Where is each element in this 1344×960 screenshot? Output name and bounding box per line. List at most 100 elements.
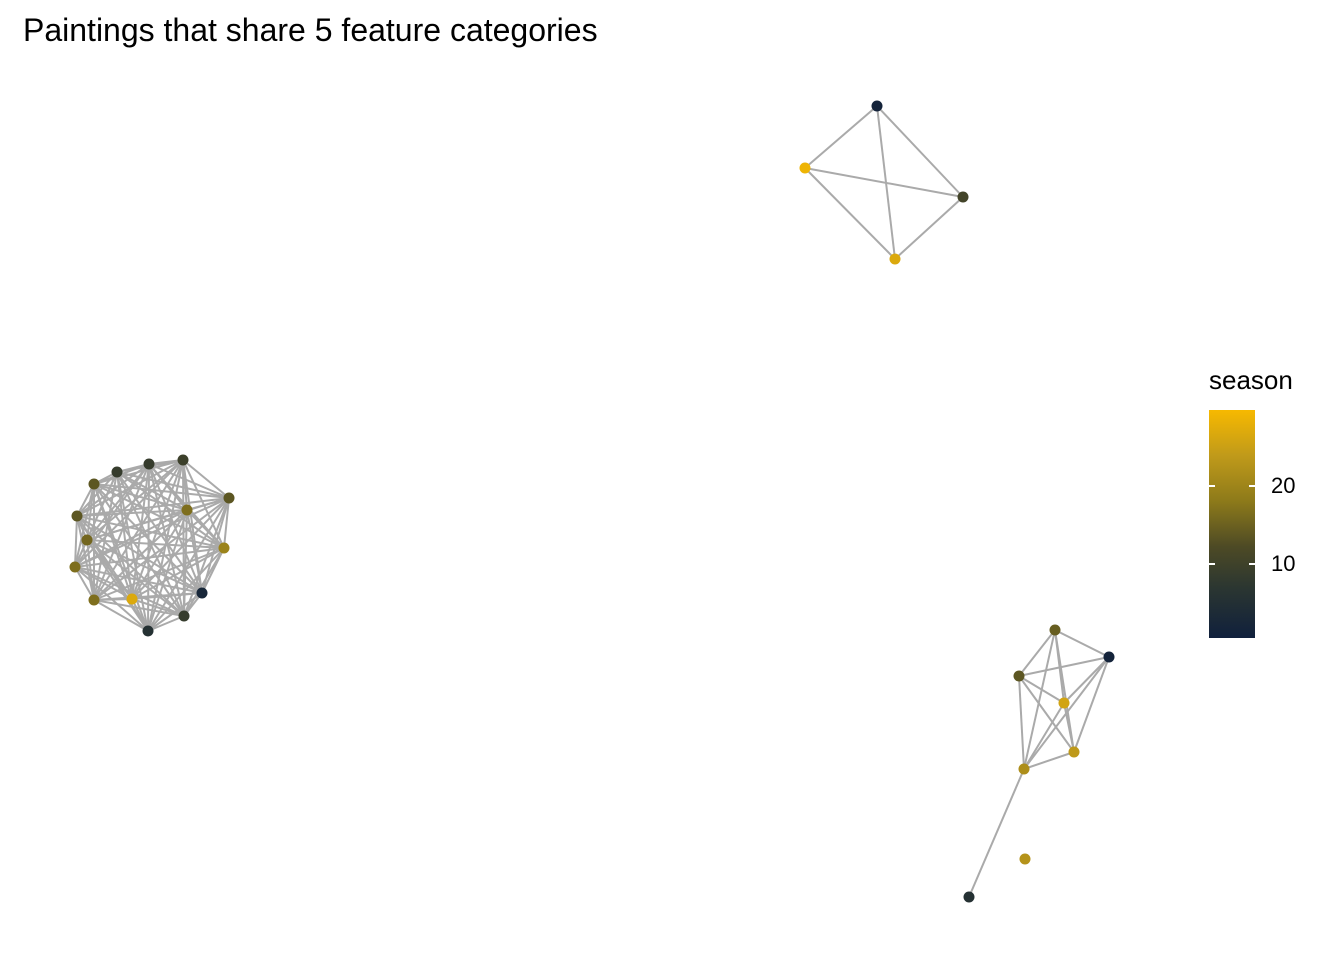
edge-L9-L12 xyxy=(76,515,203,594)
node-B1 xyxy=(1049,624,1061,636)
edge-L4-L8 xyxy=(182,459,225,549)
edge-B3-B5 xyxy=(1018,675,1075,753)
edge-L11-L14 xyxy=(74,566,95,601)
edge-L11-L15 xyxy=(74,566,185,617)
edge-L7-L8 xyxy=(223,497,230,549)
node-B4 xyxy=(1058,697,1070,709)
edge-L4-L10 xyxy=(86,459,184,541)
edge-L8-L10 xyxy=(86,539,225,549)
edge-L7-L14 xyxy=(93,497,230,601)
node-L3 xyxy=(143,458,155,470)
edge-B5-B6 xyxy=(1023,751,1075,770)
edge-L8-L9 xyxy=(76,515,225,549)
edge-L1-L15 xyxy=(147,615,185,632)
edge-L10-L15 xyxy=(86,539,185,617)
edge-B4-B6 xyxy=(1023,702,1065,770)
chart-title: Paintings that share 5 feature categorie… xyxy=(23,12,598,48)
node-T4 xyxy=(889,253,901,265)
node-L2 xyxy=(111,466,123,478)
edge-L8-L11 xyxy=(74,547,225,568)
edge-B1-B3 xyxy=(1018,629,1056,677)
edge-B4-B5 xyxy=(1063,702,1075,753)
edge-L4-L5 xyxy=(93,459,184,485)
node-L11 xyxy=(69,561,81,573)
edge-L11-L12 xyxy=(74,566,203,594)
edge-L14-L15 xyxy=(93,599,185,617)
edge-L5-L9 xyxy=(76,483,95,517)
edge-B6-B8 xyxy=(968,768,1025,898)
edge-T2-T4 xyxy=(804,167,896,260)
edge-B1-B2 xyxy=(1054,629,1110,658)
node-L13 xyxy=(126,593,138,605)
node-L6 xyxy=(181,504,193,516)
legend-colorbar xyxy=(1209,410,1255,638)
edge-L1-L14 xyxy=(93,599,149,632)
edge-B2-B3 xyxy=(1018,656,1110,677)
legend-tick-20-right xyxy=(1249,485,1255,487)
edge-L9-L11 xyxy=(74,515,78,568)
node-L12 xyxy=(196,587,208,599)
edge-B3-B6 xyxy=(1018,675,1025,770)
legend-label-10: 10 xyxy=(1271,551,1296,576)
edge-L1-L13 xyxy=(131,598,149,632)
node-B3 xyxy=(1013,670,1025,682)
node-L4 xyxy=(177,454,189,466)
edge-L3-L10 xyxy=(86,463,150,541)
node-L10 xyxy=(81,534,93,546)
node-L5 xyxy=(88,478,100,490)
edge-T1-T2 xyxy=(804,105,878,169)
edge-L7-L9 xyxy=(76,497,230,517)
edge-L7-L10 xyxy=(86,497,230,541)
node-L9 xyxy=(71,510,83,522)
node-T1 xyxy=(871,100,883,112)
node-T3 xyxy=(957,191,969,203)
edge-B1-B6 xyxy=(1023,629,1056,770)
edge-L6-L8 xyxy=(186,509,225,549)
legend-tick-10-right xyxy=(1249,563,1255,565)
edge-L3-L7 xyxy=(148,463,230,499)
edge-L13-L14 xyxy=(93,598,133,601)
node-B8 xyxy=(963,891,975,903)
edge-L3-L14 xyxy=(93,463,150,601)
edge-L4-L7 xyxy=(182,459,230,499)
legend-title: season xyxy=(1209,365,1293,395)
node-B6 xyxy=(1018,763,1030,775)
edges-layer xyxy=(74,105,1110,898)
edge-L5-L11 xyxy=(74,483,95,568)
edge-L2-L12 xyxy=(116,471,203,594)
edge-L13-L15 xyxy=(131,598,185,617)
edge-B2-B4 xyxy=(1063,656,1110,704)
node-T2 xyxy=(799,162,811,174)
edge-L5-L8 xyxy=(93,483,225,549)
edge-L5-L7 xyxy=(93,483,230,499)
node-L1 xyxy=(142,625,154,637)
legend-tick-20-left xyxy=(1209,485,1215,487)
edge-L8-L13 xyxy=(131,547,225,600)
edge-L10-L12 xyxy=(86,539,203,594)
edge-L9-L15 xyxy=(76,515,185,617)
node-L8 xyxy=(218,542,230,554)
edge-L5-L15 xyxy=(93,483,185,617)
edge-T1-T3 xyxy=(876,105,964,198)
legend-tick-10-left xyxy=(1209,563,1215,565)
edge-B2-B5 xyxy=(1073,656,1110,753)
edge-L5-L12 xyxy=(93,483,203,594)
edge-L8-L15 xyxy=(183,547,225,617)
edge-B3-B4 xyxy=(1018,675,1065,704)
edge-L9-L13 xyxy=(76,515,133,600)
edge-L6-L13 xyxy=(131,509,188,600)
node-B5 xyxy=(1068,746,1080,758)
node-B7 xyxy=(1019,853,1031,865)
edge-L6-L11 xyxy=(74,509,188,568)
edge-T3-T4 xyxy=(894,196,964,260)
edge-T2-T3 xyxy=(804,167,964,198)
node-L14 xyxy=(88,594,100,606)
legend-label-20: 20 xyxy=(1271,473,1296,498)
node-L15 xyxy=(178,610,190,622)
node-L7 xyxy=(223,492,235,504)
edge-L9-L14 xyxy=(76,515,95,601)
node-B2 xyxy=(1103,651,1115,663)
nodes-layer xyxy=(69,100,1115,903)
edge-L6-L9 xyxy=(76,509,188,517)
